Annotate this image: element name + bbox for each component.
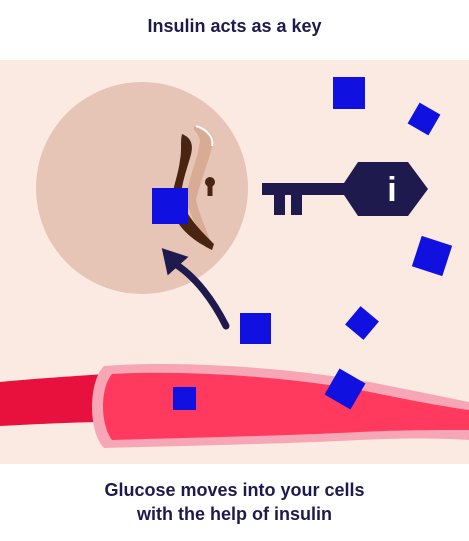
caption-line-2: with the help of insulin xyxy=(137,504,332,524)
glucose-square-icon xyxy=(333,77,365,109)
glucose-square-icon xyxy=(324,368,366,410)
diagram-caption: Glucose moves into your cells with the h… xyxy=(0,478,469,526)
curved-arrow-icon xyxy=(161,248,230,330)
diagram-title: Insulin acts as a key xyxy=(147,16,322,36)
diagram-scene: i xyxy=(0,60,469,464)
glucose-square-icon xyxy=(345,306,379,340)
insulin-key-icon: i xyxy=(262,162,428,216)
cell-circle-icon xyxy=(36,82,248,294)
key-label: i xyxy=(387,171,396,209)
glucose-square-icon xyxy=(411,235,453,277)
glucose-square-icon xyxy=(173,387,196,410)
glucose-square-icon xyxy=(407,102,441,136)
glucose-square-icon xyxy=(152,188,188,224)
glucose-square-icon xyxy=(240,313,271,344)
caption-line-1: Glucose moves into your cells xyxy=(104,480,365,500)
